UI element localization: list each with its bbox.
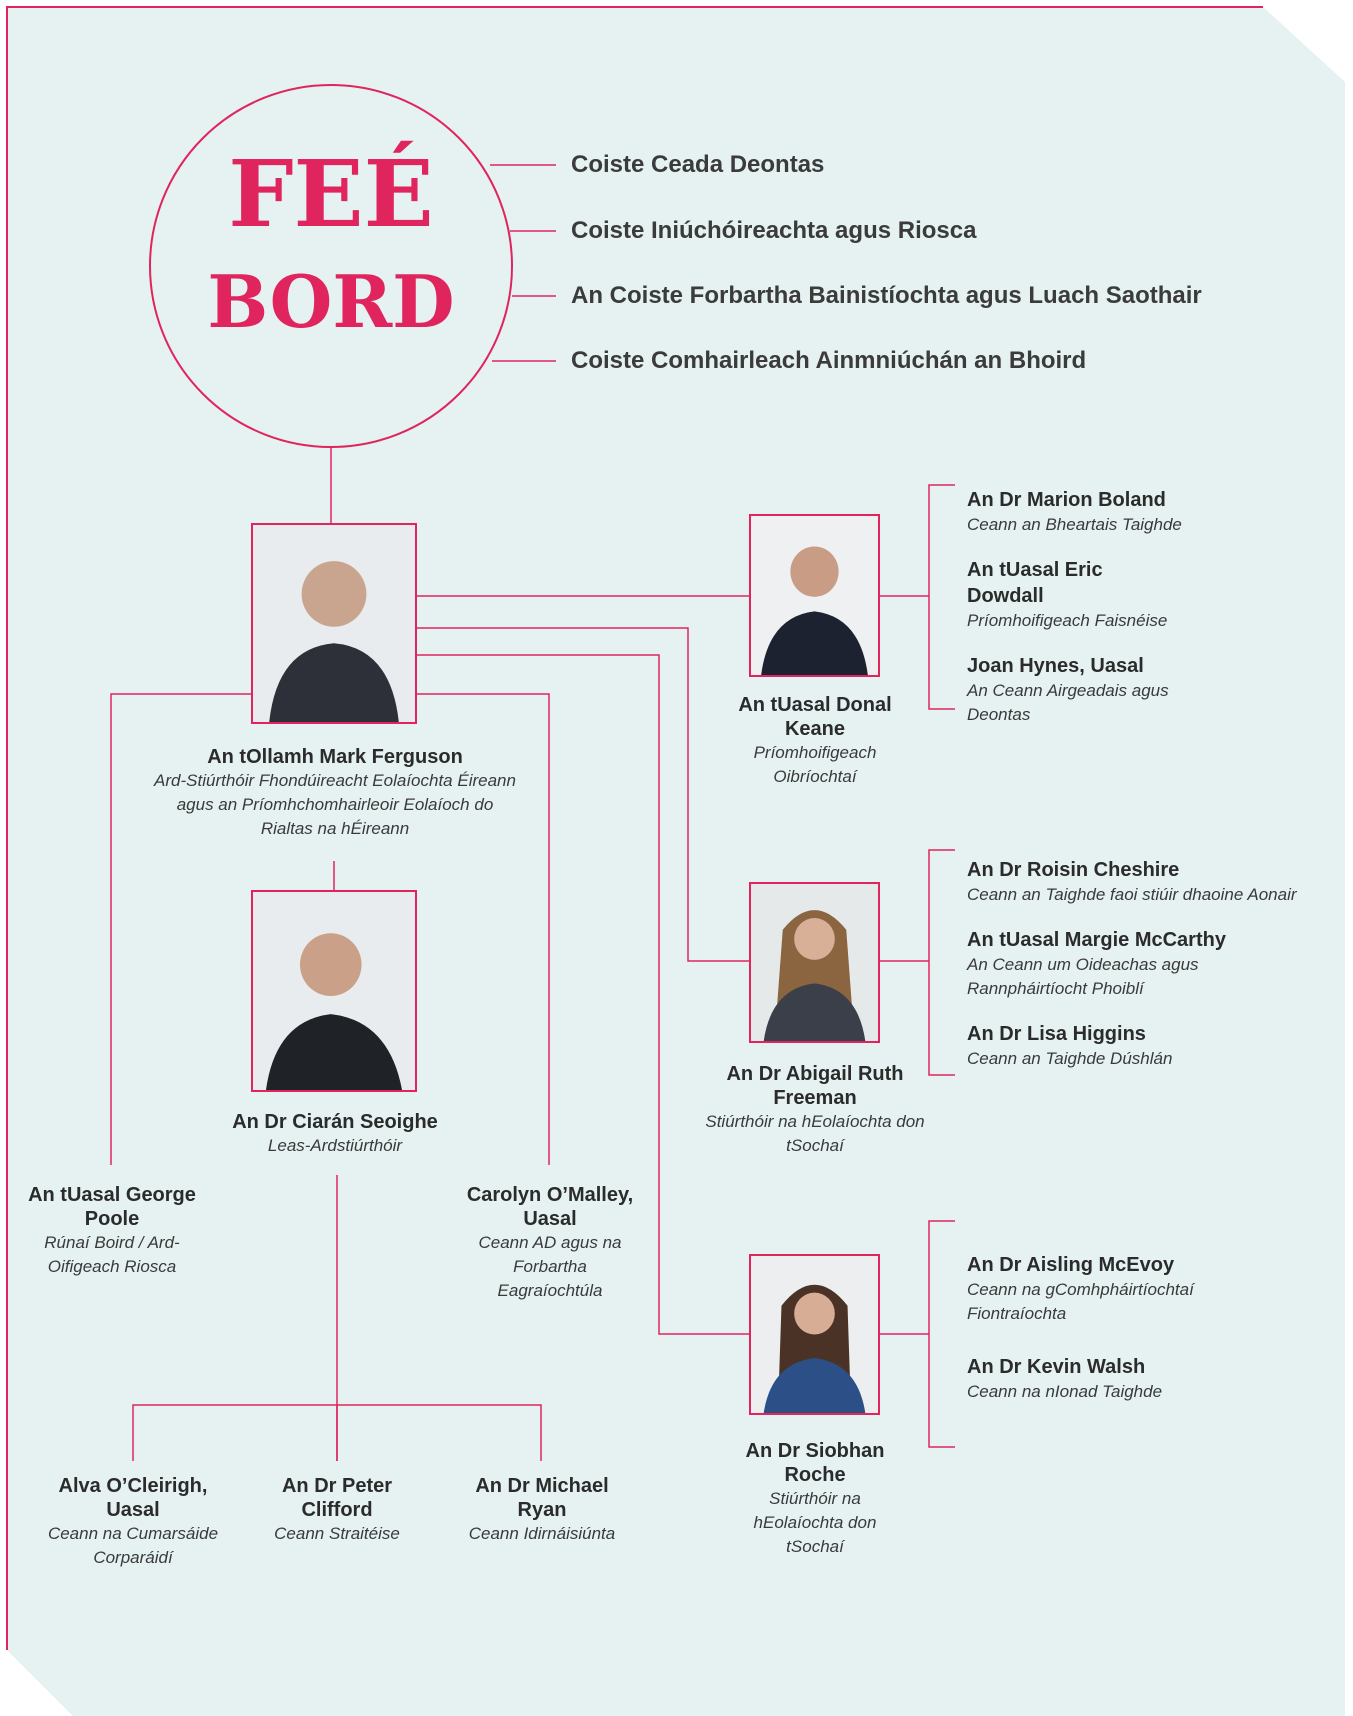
board-circle xyxy=(149,84,513,448)
alva-name: Alva O’Cleirigh, Uasal xyxy=(58,1475,208,1521)
committee-grants: Coiste Ceada Deontas xyxy=(571,151,825,178)
abigail-photo xyxy=(749,882,880,1043)
board-title-line1: FEÉ xyxy=(228,140,434,248)
abigail-name: An Dr Abigail Ruth Freeman xyxy=(726,1063,904,1109)
report-role: An Ceann um Oideachas agus Rannpháirtíoc… xyxy=(967,955,1199,998)
ceo-name: An tOllamh Mark Ferguson xyxy=(207,746,463,768)
report-role: Príomhoifigeach Faisnéise xyxy=(967,611,1168,630)
connector-lines xyxy=(110,164,955,1461)
committee-nominations: Coiste Comhairleach Ainmniúchán an Bhoir… xyxy=(571,347,1087,374)
report-role: Ceann na nIonad Taighde xyxy=(967,1382,1163,1401)
board-title-line2: BORD xyxy=(207,259,455,344)
siobhan-photo xyxy=(749,1254,880,1415)
carolyn-name: Carolyn O’Malley, Uasal xyxy=(466,1184,634,1230)
deputy-card: An Dr Ciarán Seoighe Leas-Ardstiúrthóir xyxy=(200,1110,470,1158)
peter-card: An Dr Peter Clifford Ceann Straitéise xyxy=(258,1474,416,1546)
panel-border xyxy=(6,6,1263,1650)
michael-role: Ceann Idirnáisiúnta xyxy=(468,1524,616,1543)
george-role: Rúnaí Boird / Ard-Oifigeach Riosca xyxy=(44,1233,180,1276)
list-item: Joan Hynes, Uasal An Ceann Airgeadais agu… xyxy=(967,653,1182,727)
report-role: Ceann an Taighde faoi stiúir dhaoine Aon… xyxy=(967,885,1297,904)
committee-remuneration: An Coiste Forbartha Bainistíochta agus L… xyxy=(571,282,1202,309)
report-name: An Dr Marion Boland xyxy=(967,489,1166,511)
ceo-photo xyxy=(251,523,417,724)
michael-card: An Dr Michael Ryan Ceann Idirnáisiúnta xyxy=(452,1474,632,1546)
report-role: Ceann na gComhpháirtíochtaí Fiontraíocht… xyxy=(967,1280,1194,1323)
george-name: An tUasal George Poole xyxy=(28,1184,196,1230)
carolyn-card: Carolyn O’Malley, Uasal Ceann AD agus na… xyxy=(460,1183,640,1303)
report-name: An Dr Roisin Cheshire xyxy=(967,859,1180,881)
alva-role: Ceann na Cumarsáide Corparáidí xyxy=(47,1524,219,1567)
deputy-role: Leas-Ardstiúrthóir xyxy=(267,1136,403,1155)
report-name: Joan Hynes, Uasal xyxy=(967,655,1144,677)
report-role: Ceann an Bheartais Taighde xyxy=(967,515,1182,534)
report-name: An Dr Lisa Higgins xyxy=(967,1023,1146,1045)
carolyn-role: Ceann AD agus na Forbartha Eagraíochtúla xyxy=(478,1233,622,1300)
michael-name: An Dr Michael Ryan xyxy=(475,1475,609,1521)
ceo-role: Ard-Stiúrthóir Fhondúireacht Eolaíochta … xyxy=(154,771,516,838)
donal-role: Príomhoifigeach Oibríochtaí xyxy=(753,743,877,786)
report-role: Ceann an Taighde Dúshlán xyxy=(967,1049,1173,1068)
george-card: An tUasal George Poole Rúnaí Boird / Ard… xyxy=(16,1183,208,1279)
report-name: An Dr Aisling McEvoy xyxy=(967,1254,1175,1276)
donal-photo xyxy=(749,514,880,677)
siobhan-card: An Dr Siobhan Roche Stiúrthóir na hEolaí… xyxy=(735,1439,895,1559)
peter-role: Ceann Straitéise xyxy=(274,1524,400,1543)
report-name: An Dr Kevin Walsh xyxy=(967,1356,1146,1378)
abigail-role: Stiúrthóir na hEolaíochta don tSochaí xyxy=(705,1112,925,1155)
donal-card: An tUasal Donal Keane Príomhoifigeach Oi… xyxy=(735,693,895,789)
report-name: An tUasal Margie McCarthy xyxy=(967,929,1226,951)
siobhan-role: Stiúrthóir na hEolaíochta don tSochaí xyxy=(753,1489,877,1556)
donal-name: An tUasal Donal Keane xyxy=(738,694,892,740)
alva-card: Alva O’Cleirigh, Uasal Ceann na Cumarsái… xyxy=(30,1474,236,1570)
deputy-photo xyxy=(251,890,417,1092)
ceo-card: An tOllamh Mark Ferguson Ard-Stiúrthóir … xyxy=(150,745,520,841)
report-name: An tUasal Eric Dowdall xyxy=(967,559,1103,607)
committee-audit-risk: Coiste Iniúchóireachta agus Riosca xyxy=(571,217,977,244)
abigail-card: An Dr Abigail Ruth Freeman Stiúrthóir na… xyxy=(705,1062,925,1158)
report-role: An Ceann Airgeadais agus Deontas xyxy=(967,681,1169,724)
siobhan-name: An Dr Siobhan Roche xyxy=(745,1440,885,1486)
peter-name: An Dr Peter Clifford xyxy=(281,1475,393,1521)
deputy-name: An Dr Ciarán Seoighe xyxy=(232,1111,438,1133)
list-item: An tUasal Margie McCarthy An Ceann um Oid… xyxy=(967,927,1227,1001)
